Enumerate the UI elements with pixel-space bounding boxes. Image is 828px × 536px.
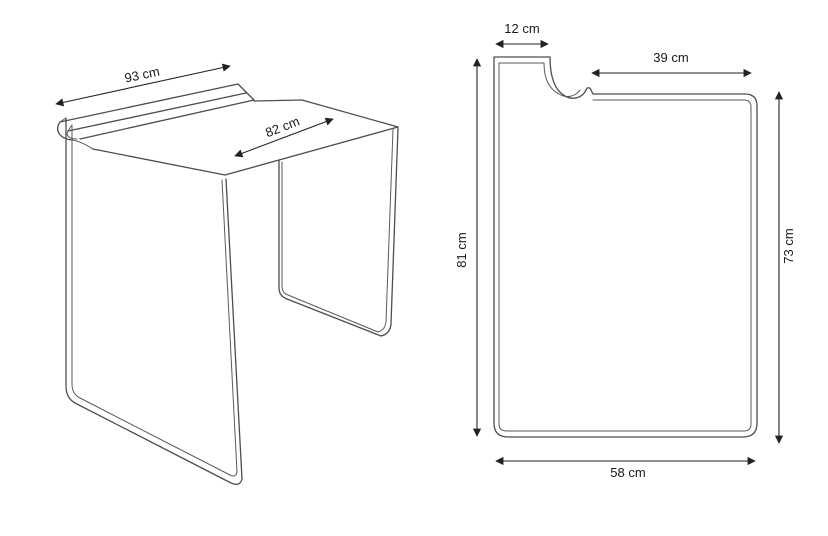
dimension-tab: 12 cm — [495, 21, 549, 49]
side-profile-outline — [493, 56, 758, 438]
dimension-width-outer: 93 cm — [55, 63, 231, 107]
dimension-label: 58 cm — [610, 465, 645, 480]
right-side-panel — [278, 127, 399, 337]
dimension-label: 82 cm — [263, 113, 301, 140]
tabletop-surface — [92, 99, 399, 176]
dimension-label: 12 cm — [504, 21, 539, 36]
dimension-label: 73 cm — [781, 228, 796, 263]
dimension-depth: 58 cm — [495, 456, 756, 480]
dimension-label: 81 cm — [454, 232, 469, 267]
dimension-label: 39 cm — [653, 50, 688, 65]
dimension-height-front: 73 cm — [774, 91, 796, 444]
dimension-label: 93 cm — [123, 64, 161, 86]
top-lip — [57, 83, 255, 150]
dimension-height-back: 81 cm — [454, 58, 482, 437]
profile-view: 12 cm 39 cm 81 cm 73 cm 58 cm — [454, 21, 796, 480]
perspective-view: 93 cm 82 cm — [55, 63, 399, 485]
left-side-panel — [59, 117, 243, 485]
dimension-top-edge: 39 cm — [591, 50, 752, 78]
